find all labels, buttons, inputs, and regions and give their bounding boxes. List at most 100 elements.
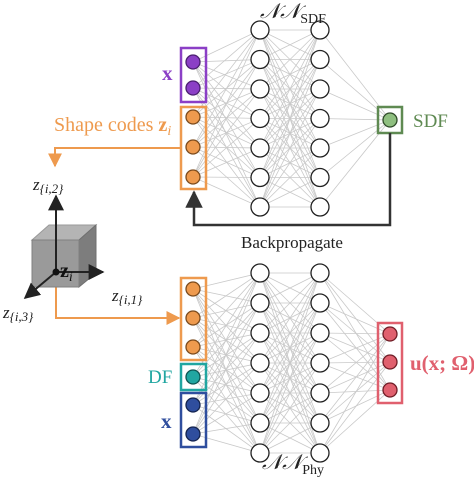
phy-hidden-node	[310, 383, 330, 403]
network-nodes	[185, 20, 398, 463]
nn-sdf-label: 𝒩𝒩SDF	[260, 0, 326, 27]
df-label: DF	[148, 367, 172, 388]
x-input-node	[185, 397, 201, 413]
network-edge	[192, 59, 261, 63]
phy-hidden-node	[250, 263, 270, 283]
phy-hidden-node	[250, 443, 270, 463]
sdf-hidden-node	[310, 20, 330, 40]
df-input-box	[179, 362, 208, 392]
network-edge	[192, 29, 261, 148]
network-edge	[192, 61, 261, 178]
network-edge	[319, 118, 391, 121]
network-edge	[192, 118, 261, 178]
network-edge	[192, 288, 261, 364]
network-edge	[259, 29, 321, 178]
network-edge	[319, 272, 391, 391]
shape-code-node	[185, 139, 201, 155]
network-edge	[192, 272, 261, 435]
network-edge	[259, 362, 321, 454]
sdf-hidden-node	[310, 108, 330, 129]
network-edge	[259, 272, 321, 364]
network-edge	[192, 302, 261, 435]
phy-hidden-node	[310, 443, 330, 463]
network-edge	[192, 88, 261, 178]
sdf-network-edges	[192, 29, 391, 208]
sdf-hidden-node	[250, 49, 270, 70]
network-edge	[192, 61, 261, 208]
phy-hidden-node	[310, 263, 330, 283]
x-label-top: x	[162, 61, 173, 85]
sdf-hidden-node	[310, 197, 330, 217]
axis-z-i2-label: z{i,2}	[32, 175, 64, 196]
network-edge	[319, 272, 391, 335]
sdf-hidden-node	[250, 79, 270, 99]
network-edge	[192, 272, 261, 348]
network-edge	[259, 272, 321, 334]
x-input-node	[185, 80, 201, 96]
network-edge	[192, 147, 261, 178]
network-edge	[259, 302, 321, 454]
shape-code-node	[185, 109, 201, 125]
network-edge	[319, 29, 391, 121]
sdf-output-node	[382, 112, 398, 128]
network-edge	[192, 176, 261, 178]
sdf-hidden-node	[310, 49, 330, 70]
sdf-hidden-node	[310, 79, 330, 99]
backpropagate-label: Backpropagate	[241, 233, 343, 252]
latent-point	[52, 268, 60, 276]
network-edge	[192, 362, 261, 378]
network-edge	[319, 333, 391, 394]
axis-z-i3-arrow	[23, 271, 57, 300]
network-edge	[259, 272, 321, 424]
network-edge	[192, 176, 261, 208]
network-edge	[192, 61, 261, 90]
x-input-node	[185, 426, 201, 442]
backpropagate-arrow	[185, 133, 392, 227]
network-edge	[259, 29, 321, 208]
phy-hidden-node	[250, 323, 270, 343]
network-edge	[259, 332, 321, 454]
u-output-node	[382, 382, 398, 398]
network-edge	[319, 361, 391, 364]
network-edge	[192, 332, 261, 378]
sdf-hidden-node	[250, 197, 270, 217]
network-edge	[319, 59, 391, 121]
phy-hidden-node	[250, 293, 270, 313]
network-edge	[192, 433, 261, 454]
network-edge	[259, 88, 321, 208]
network-edge	[192, 288, 261, 394]
network-edge	[259, 29, 321, 149]
x-input-box-top	[179, 46, 208, 104]
network-edge	[319, 333, 391, 454]
nn-phy-label: 𝒩𝒩Phy	[262, 450, 324, 478]
network-edge	[192, 317, 261, 394]
network-edge	[192, 376, 261, 394]
axis-z-i3-label: z{i,3}	[2, 303, 34, 324]
axis-z-i1-label: z{i,1}	[111, 286, 143, 307]
network-edge	[319, 389, 391, 454]
network-edge	[192, 272, 261, 290]
u-output-box	[376, 321, 404, 405]
network-edge	[259, 118, 321, 208]
network-edge	[319, 88, 391, 121]
shape-code-node	[185, 339, 201, 355]
network-edge	[319, 389, 391, 424]
phy-hidden-node	[250, 353, 270, 373]
sdf-hidden-node	[250, 108, 270, 129]
network-edge	[259, 392, 321, 454]
network-edge	[192, 272, 261, 319]
network-edge	[259, 29, 321, 90]
network-edge	[192, 376, 261, 424]
network-edge	[319, 119, 391, 208]
network-edge	[259, 177, 321, 208]
network-edge	[319, 332, 391, 391]
latent-to-shape-codes-arrow	[55, 287, 181, 325]
phy-hidden-node	[310, 293, 330, 313]
network-edge	[259, 272, 321, 304]
network-edge	[319, 302, 391, 391]
sdf-hidden-node	[250, 20, 270, 40]
network-edge	[319, 302, 391, 335]
network-edge	[259, 29, 321, 119]
network-edge	[192, 362, 261, 435]
